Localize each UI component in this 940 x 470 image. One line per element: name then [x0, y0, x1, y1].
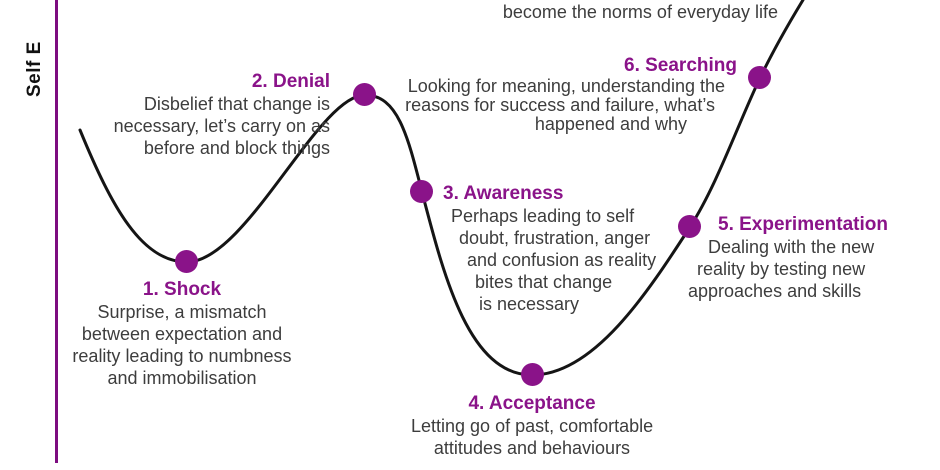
stage-line: is necessary	[479, 294, 580, 314]
stage-line: reasons for success and failure, what’s	[405, 95, 715, 115]
stage-awareness-title: 3. Awareness	[443, 183, 564, 204]
integration-partial-text: become the norms of everyday life	[502, 2, 778, 22]
stage-searching-title: 6. Searching	[624, 55, 737, 76]
stage-acceptance-title: 4. Acceptance	[468, 393, 596, 414]
stage-awareness-block: 3. Awareness Perhaps leading to self dou…	[443, 183, 656, 315]
stage-dot-experimentation	[678, 215, 701, 238]
stage-line: before and block things	[143, 138, 330, 158]
stage-line: Looking for meaning, understanding the	[407, 76, 725, 96]
stage-experimentation-title: 5. Experimentation	[718, 214, 888, 235]
stage-dot-shock	[175, 250, 198, 273]
stage-line: Perhaps leading to self	[451, 206, 635, 226]
stage-line: Disbelief that change is	[143, 94, 330, 114]
stage-shock-title: 1. Shock	[142, 279, 222, 300]
stage-experimentation-block: 5. Experimentation Dealing with the new …	[688, 214, 888, 302]
y-axis-label: Self E	[24, 41, 45, 97]
stage-line: doubt, frustration, anger	[459, 228, 651, 248]
stage-line: necessary, let’s carry on as	[113, 116, 330, 136]
stage-line: Dealing with the new	[708, 237, 875, 257]
stage-line: Surprise, a mismatch	[97, 302, 267, 322]
stage-line: between expectation and	[81, 324, 283, 344]
stage-line: Letting go of past, comfortable	[411, 416, 654, 436]
stage-line: and confusion as reality	[467, 250, 657, 270]
stage-line: reality by testing new	[697, 259, 866, 279]
stage-line: reality leading to numbness	[72, 346, 292, 366]
stage-line: attitudes and behaviours	[433, 438, 631, 458]
stage-line: approaches and skills	[688, 281, 862, 301]
y-axis-line	[55, 0, 58, 463]
stage-denial-block: 2. Denial Disbelief that change is neces…	[114, 71, 330, 159]
stage-dot-awareness	[410, 180, 433, 203]
stage-line: happened and why	[534, 114, 687, 134]
stage-dot-acceptance	[521, 363, 544, 386]
stage-shock-block: 1. Shock Surprise, a mismatch between ex…	[62, 279, 302, 389]
stage-denial-title: 2. Denial	[251, 71, 330, 92]
stage-searching-block: 6. Searching Looking for meaning, unders…	[405, 55, 737, 134]
stage-line: and immobilisation	[107, 368, 257, 388]
stage-dot-denial	[353, 83, 376, 106]
stage-acceptance-block: 4. Acceptance Letting go of past, comfor…	[411, 393, 653, 459]
stage-dot-searching	[748, 66, 771, 89]
stage-line: bites that change	[475, 272, 613, 292]
